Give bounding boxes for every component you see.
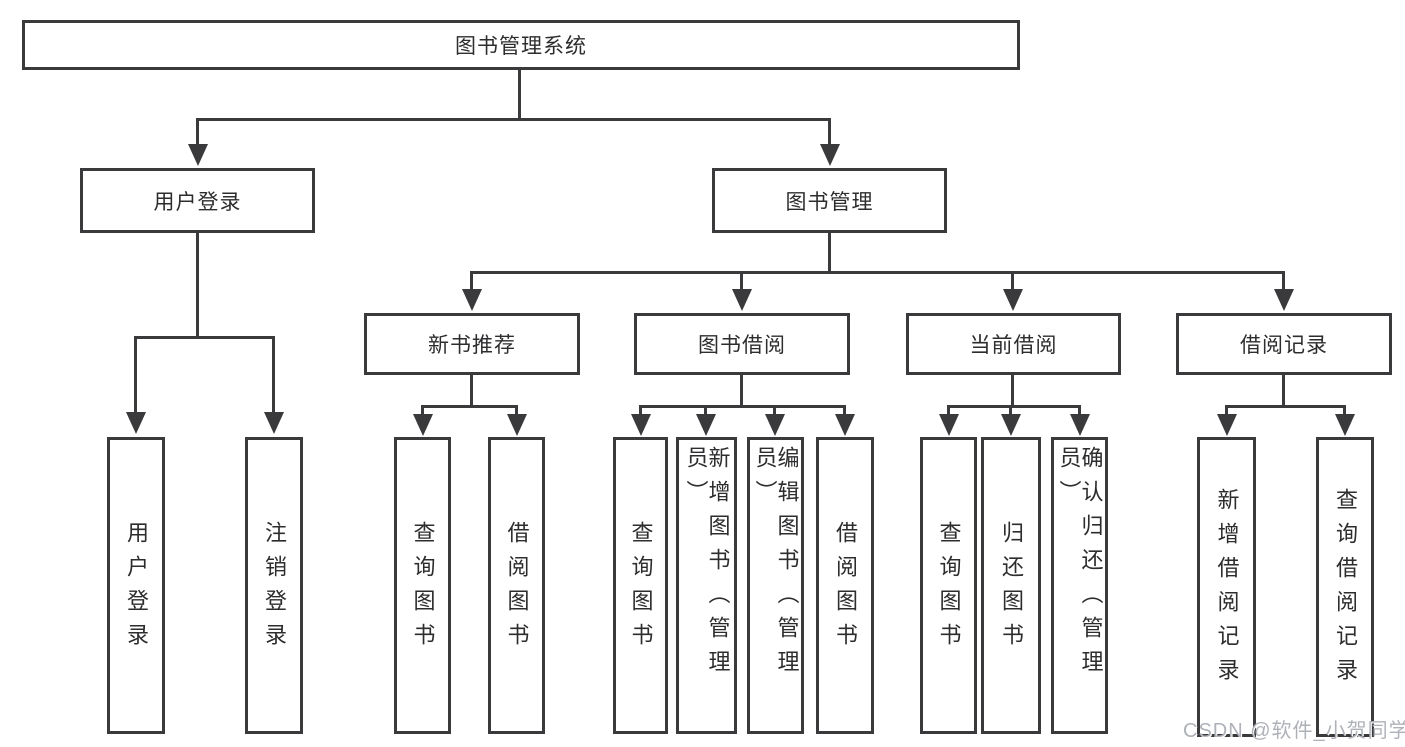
connector-recommend-stem	[470, 373, 473, 408]
node-book-management: 图书管理	[712, 168, 947, 233]
connector-current-bar	[947, 405, 1081, 408]
leaf-borrow-book-1: 借阅图书	[488, 437, 545, 734]
arrow-down-icon	[1009, 405, 1012, 414]
node-new-book-recommend: 新书推荐	[364, 313, 580, 375]
arrow-down-icon	[947, 405, 950, 414]
leaf-borrow-book-2: 借阅图书	[816, 437, 874, 734]
arrow-down-icon	[421, 405, 424, 414]
arrow-down-icon	[1225, 405, 1228, 414]
arrow-down-icon	[740, 271, 743, 289]
arrow-down-icon	[843, 405, 846, 414]
arrow-down-icon	[773, 405, 776, 414]
connector-recommend-bar	[421, 405, 518, 408]
connector-record-bar	[1225, 405, 1346, 408]
arrow-down-icon	[470, 271, 473, 289]
leaf-add-borrow-record: 新增借阅记录	[1197, 437, 1256, 737]
leaf-query-book-2: 查询图书	[613, 437, 668, 734]
connector-current-stem	[1011, 373, 1014, 408]
arrow-down-icon	[1078, 405, 1081, 414]
leaf-edit-book-admin: 编辑图书（管理员）	[747, 437, 804, 734]
arrow-down-icon	[639, 405, 642, 414]
node-borrow-record: 借阅记录	[1176, 313, 1392, 375]
connector-root-stem	[518, 68, 521, 121]
arrow-down-icon	[1011, 271, 1014, 289]
leaf-user-login: 用户登录	[107, 437, 165, 734]
connector-root-bar	[196, 118, 831, 121]
connector-login-stem	[196, 231, 199, 338]
connector-login-bar	[134, 336, 275, 339]
node-book-borrow: 图书借阅	[634, 313, 850, 375]
node-current-borrow: 当前借阅	[906, 313, 1121, 375]
arrow-down-icon	[515, 405, 518, 414]
arrow-down-icon	[196, 118, 199, 144]
leaf-query-book-3: 查询图书	[920, 437, 977, 734]
arrow-down-icon	[134, 336, 137, 412]
arrow-down-icon	[828, 118, 831, 144]
connector-borrow-stem	[740, 373, 743, 408]
leaf-return-book: 归还图书	[981, 437, 1041, 734]
connector-mgmt-bar	[470, 271, 1285, 274]
arrow-down-icon	[1343, 405, 1346, 414]
node-root: 图书管理系统	[22, 20, 1020, 70]
connector-mgmt-stem	[828, 231, 831, 274]
watermark: CSDN @软件_小贺同学	[1183, 720, 1405, 742]
leaf-add-book-admin: 新增图书（管理员）	[676, 437, 737, 734]
leaf-logout: 注销登录	[245, 437, 303, 734]
leaf-query-borrow-record: 查询借阅记录	[1316, 437, 1374, 737]
arrow-down-icon	[704, 405, 707, 414]
arrow-down-icon	[1282, 271, 1285, 289]
connector-borrow-bar	[639, 405, 846, 408]
leaf-confirm-return-admin: 确认归还（管理员）	[1051, 437, 1108, 734]
connector-record-stem	[1282, 373, 1285, 408]
node-user-login: 用户登录	[80, 168, 315, 233]
arrow-down-icon	[272, 336, 275, 412]
leaf-query-book-1: 查询图书	[394, 437, 451, 734]
